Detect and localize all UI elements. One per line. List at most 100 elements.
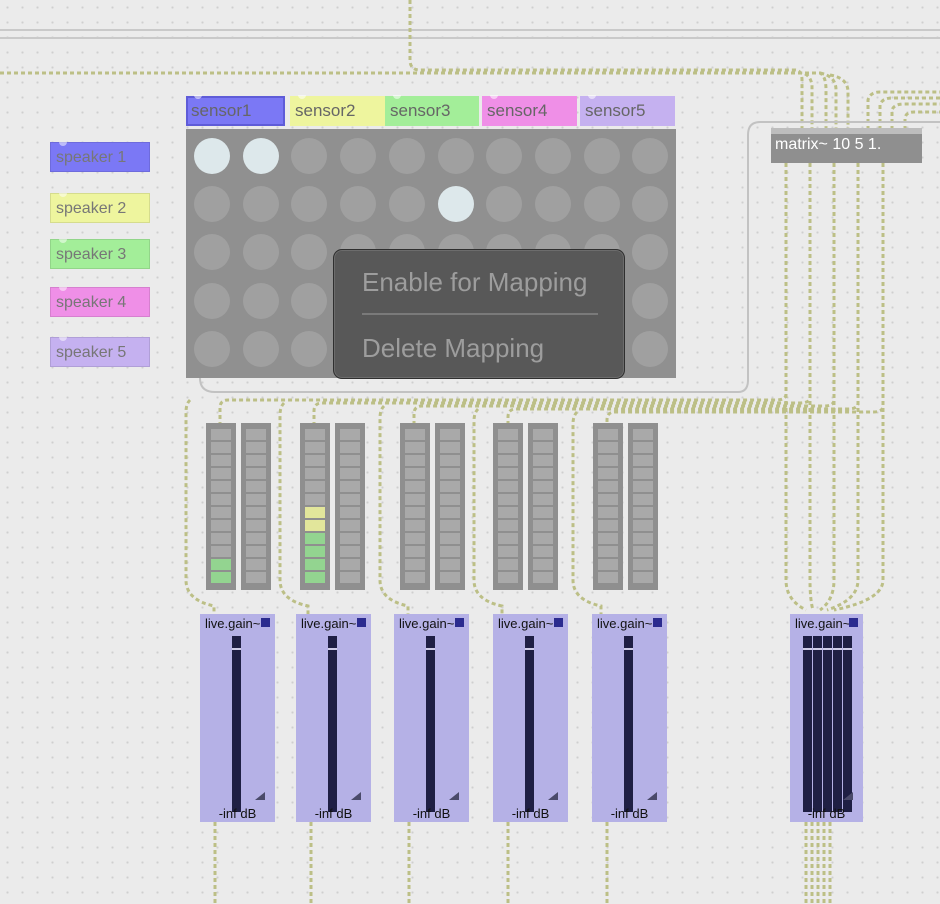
gain-slider[interactable]: live.gain~-inf dB [592, 614, 667, 822]
gain-fader-bar[interactable] [823, 636, 832, 812]
grid-cell[interactable] [632, 330, 669, 367]
speaker-3-label[interactable]: speaker 3 [50, 239, 150, 269]
meter-segment [340, 533, 360, 544]
grid-cell[interactable] [340, 138, 377, 174]
patchcord [819, 163, 836, 612]
grid-cell[interactable] [194, 330, 230, 367]
meter-left-channel [400, 423, 430, 590]
gain-fader-bar[interactable] [232, 636, 241, 812]
grid-cell[interactable] [194, 186, 230, 223]
meter-segment [498, 546, 518, 557]
meter-segment [633, 429, 653, 440]
master-gain-slider[interactable]: live.gain~-inf dB [790, 614, 863, 822]
grid-cell[interactable] [632, 138, 669, 174]
meter-left-channel [300, 423, 330, 590]
grid-cell[interactable] [242, 234, 279, 271]
gain-db-readout: -inf dB [218, 806, 257, 821]
grid-cell[interactable] [583, 186, 620, 223]
grid-cell[interactable] [242, 330, 279, 367]
gain-fader-bar[interactable] [328, 636, 337, 812]
matrix-object[interactable]: matrix~ 10 5 1. [771, 128, 922, 163]
gain-range-triangle [843, 792, 853, 800]
grid-cell[interactable] [242, 282, 279, 319]
grid-cell[interactable] [632, 186, 669, 223]
meter-segment [598, 507, 618, 518]
meter-segment [533, 507, 553, 518]
gain-label: live.gain~ [498, 616, 554, 631]
menu-item-enable-mapping[interactable]: Enable for Mapping [362, 267, 588, 297]
meter-segment [598, 572, 618, 583]
gain-label: live.gain~ [795, 616, 851, 631]
sensor-3-label[interactable]: sensor3 [385, 95, 479, 126]
sensor-2-label[interactable]: sensor2 [290, 95, 385, 126]
gain-level-tick [426, 648, 435, 650]
patchcord [819, 71, 838, 130]
gain-corner-marker [357, 618, 366, 627]
sensor-5-label[interactable]: sensor5 [580, 95, 675, 126]
menu-item-delete-mapping[interactable]: Delete Mapping [362, 333, 545, 363]
meter-segment [533, 533, 553, 544]
grid-cell[interactable] [194, 282, 230, 319]
gain-fader-bar[interactable] [426, 636, 435, 812]
grid-cell[interactable] [291, 234, 328, 271]
gain-slider[interactable]: live.gain~-inf dB [200, 614, 275, 822]
speaker-2-label[interactable]: speaker 2 [50, 193, 150, 223]
grid-cell[interactable] [291, 186, 328, 223]
speaker-5-label[interactable]: speaker 5 [50, 337, 150, 367]
speaker-1-label[interactable]: speaker 1 [50, 142, 150, 172]
grid-cell[interactable] [437, 138, 474, 174]
sensor-4-label[interactable]: sensor4 [482, 95, 577, 126]
meter-segment [633, 442, 653, 453]
grid-cell[interactable] [194, 138, 230, 174]
meter-segment [533, 455, 553, 466]
meter-segment [340, 455, 360, 466]
grid-cell[interactable] [340, 186, 377, 223]
grid-cell[interactable] [388, 186, 425, 223]
grid-cell[interactable] [486, 186, 523, 223]
grid-cell[interactable] [583, 138, 620, 174]
gain-fader-bar[interactable] [803, 636, 812, 812]
meter-segment [440, 559, 460, 570]
grid-cell[interactable] [632, 234, 669, 271]
gain-range-triangle [548, 792, 558, 800]
grid-cell[interactable] [437, 186, 474, 223]
sensor-1-label[interactable]: sensor1 [186, 95, 285, 126]
meter-segment [533, 442, 553, 453]
meter-segment [440, 481, 460, 492]
gain-label: live.gain~ [301, 616, 357, 631]
grid-cell[interactable] [388, 138, 425, 174]
meter-segment [305, 468, 325, 479]
meter-segment [305, 546, 325, 557]
grid-cell[interactable] [194, 234, 230, 271]
meter-segment [533, 546, 553, 557]
gain-slider[interactable]: live.gain~-inf dB [296, 614, 371, 822]
meter-segment [598, 429, 618, 440]
gain-fader-bar[interactable] [525, 636, 534, 812]
speaker-4-label[interactable]: speaker 4 [50, 287, 150, 317]
grid-cell[interactable] [291, 138, 328, 174]
gain-fader-bar[interactable] [843, 636, 852, 812]
gain-fader-bar[interactable] [624, 636, 633, 812]
grid-cell[interactable] [534, 186, 571, 223]
grid-cell[interactable] [242, 138, 279, 174]
grid-cell[interactable] [291, 282, 328, 319]
gain-slider[interactable]: live.gain~-inf dB [394, 614, 469, 822]
meter-segment [211, 572, 231, 583]
meter-segment [340, 546, 360, 557]
gain-fader-bar[interactable] [833, 636, 842, 812]
meter-segment [598, 442, 618, 453]
grid-cell[interactable] [632, 282, 669, 319]
meter-segment [340, 468, 360, 479]
gain-slider[interactable]: live.gain~-inf dB [493, 614, 568, 822]
grid-cell[interactable] [534, 138, 571, 174]
grid-cell[interactable] [486, 138, 523, 174]
meter-segment [405, 559, 425, 570]
patchcord [784, 163, 807, 612]
grid-cell[interactable] [242, 186, 279, 223]
grid-cell[interactable] [291, 330, 328, 367]
meter-segment [533, 559, 553, 570]
gain-fader-bar[interactable] [813, 636, 822, 812]
meter-left-channel [493, 423, 523, 590]
gain-level-tick [843, 648, 852, 650]
meter-segment [246, 494, 266, 505]
